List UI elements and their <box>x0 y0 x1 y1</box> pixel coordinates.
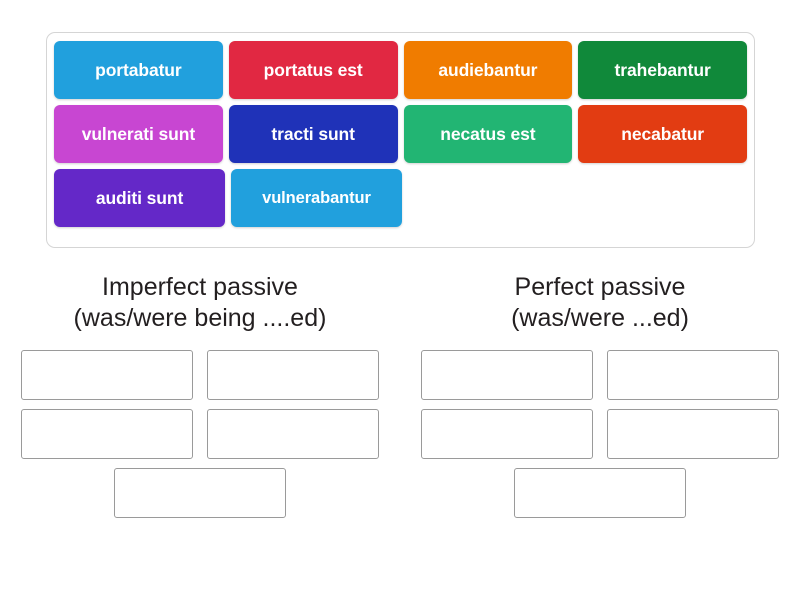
draggable-tile-trahebantur[interactable]: trahebantur <box>578 41 747 99</box>
drop-slot-perfect-3[interactable] <box>421 409 593 459</box>
drop-slot-grid-perfect-passive <box>416 350 784 518</box>
word-bank-row: portabatur portatus est audiebantur trah… <box>54 41 747 99</box>
draggable-tile-necatus-est[interactable]: necatus est <box>403 105 573 163</box>
drop-slot-grid-imperfect-passive <box>16 350 384 518</box>
drop-slot-imperfect-2[interactable] <box>207 350 379 400</box>
word-bank-row: vulnerati sunt tracti sunt necatus est n… <box>54 105 747 163</box>
draggable-tile-vulnerabantur[interactable]: vulnerabantur <box>231 169 402 227</box>
drop-slot-perfect-5[interactable] <box>514 468 686 518</box>
column-perfect-passive: Perfect passive (was/were ...ed) <box>400 272 800 518</box>
draggable-tile-portatus-est[interactable]: portatus est <box>228 41 398 99</box>
drop-slot-imperfect-1[interactable] <box>21 350 193 400</box>
drop-slot-perfect-2[interactable] <box>607 350 779 400</box>
draggable-tile-portabatur[interactable]: portabatur <box>54 41 223 99</box>
draggable-tile-tracti-sunt[interactable]: tracti sunt <box>228 105 398 163</box>
column-imperfect-passive: Imperfect passive (was/were being ....ed… <box>0 272 400 518</box>
drop-slot-imperfect-5[interactable] <box>114 468 286 518</box>
drop-slot-perfect-4[interactable] <box>607 409 779 459</box>
word-bank-row: auditi sunt vulnerabantur <box>54 169 747 227</box>
draggable-tile-necabatur[interactable]: necabatur <box>578 105 747 163</box>
category-columns: Imperfect passive (was/were being ....ed… <box>0 272 800 518</box>
draggable-tile-auditi-sunt[interactable]: auditi sunt <box>54 169 225 227</box>
draggable-tile-audiebantur[interactable]: audiebantur <box>403 41 573 99</box>
draggable-tile-vulnerati-sunt[interactable]: vulnerati sunt <box>54 105 223 163</box>
drop-slot-perfect-1[interactable] <box>421 350 593 400</box>
column-heading-imperfect-passive: Imperfect passive (was/were being ....ed… <box>73 273 327 332</box>
drop-slot-imperfect-4[interactable] <box>207 409 379 459</box>
column-heading-perfect-passive: Perfect passive (was/were ...ed) <box>511 273 689 332</box>
word-bank-container: portabatur portatus est audiebantur trah… <box>46 32 755 248</box>
drop-slot-imperfect-3[interactable] <box>21 409 193 459</box>
